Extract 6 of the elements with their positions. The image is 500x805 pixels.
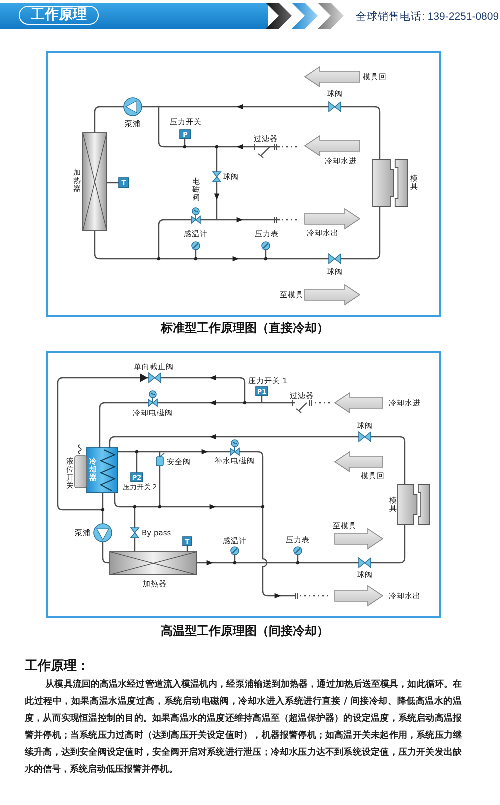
figure-caption: 高温型工作原理图（间接冷却）	[161, 625, 329, 637]
body-paragraph: 从模具流回的高温水经过管道流入模温机内，经泵浦输送到加热器，通过加热后送至模具，如此循环。在此过程中，如果高温水温度过高，系统启动电磁阀，冷却水进入系统进行直接 / 间接冷却、降低高温水的温度，从而实现恒温控制的目的。如果高温水的温度还维持高温至（超温保护器）的设定温度，系统启动高温报警并停机；当系统压力过高时（达到高压开关设定值时），机器报警停机；如高温开关未起作用，系统压力继续升高，达到安全阀设定值时，安全阀开启对系统进行泄压；冷却水压力达不到系统设定值，压力开关发出缺水的信号，系统启动低压报警并停机。	[25, 678, 462, 777]
sales-phone-text: 全球销售电话: 139-2251-0809	[356, 12, 500, 22]
figure-caption: 标准型工作原理图（直接冷却）	[161, 322, 329, 334]
section-heading: 工作原理：	[25, 659, 90, 675]
page-title: 工作原理	[19, 6, 99, 25]
